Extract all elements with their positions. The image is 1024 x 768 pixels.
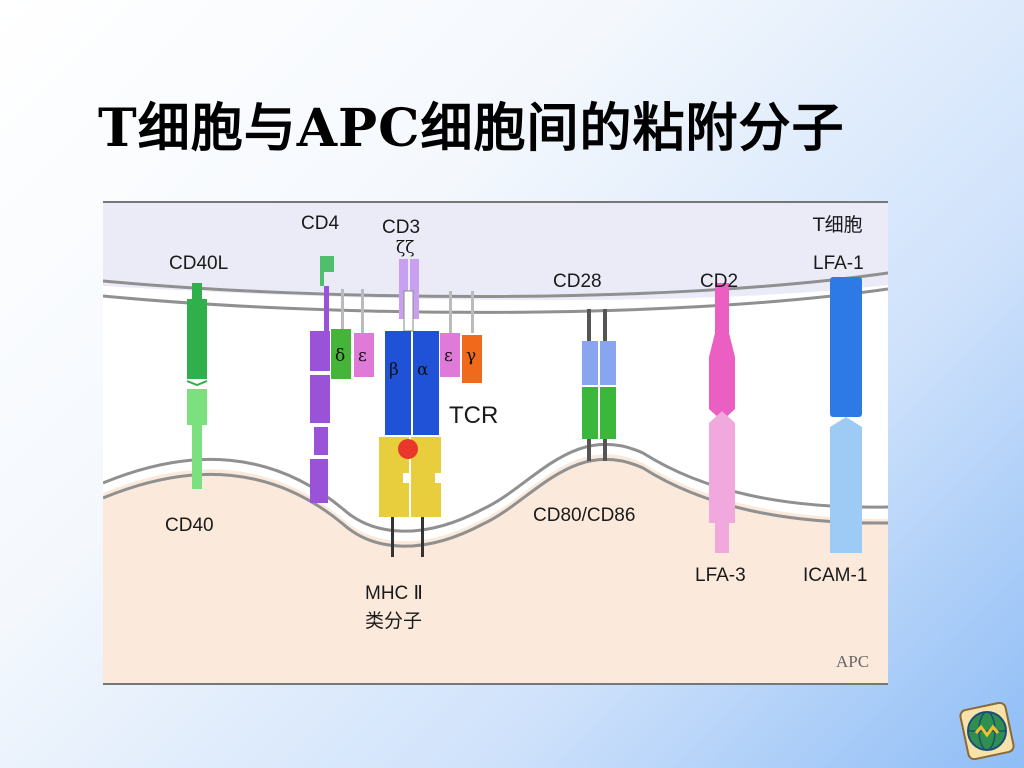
label-t-cell: T细胞: [812, 214, 863, 236]
cd28-cd80-pair: [582, 309, 616, 461]
tcr-alpha-beta: [385, 331, 439, 435]
label-delta: δ: [335, 346, 345, 366]
cd40l-cd40-pair: [186, 283, 208, 489]
label-zeta: ζζ: [396, 238, 414, 258]
label-lfa3: LFA-3: [695, 565, 746, 586]
cd3-epsilon-gamma: [440, 291, 482, 383]
label-gamma: γ: [466, 346, 476, 366]
label-apc: APC: [836, 652, 869, 671]
cd4-molecule: [310, 256, 334, 503]
adhesion-molecule-diagram: CD40L CD40 CD4 CD3 ζζ TCR CD28 CD2 T细胞 L…: [103, 201, 888, 685]
label-mhc-ii-line2: 类分子: [365, 610, 422, 632]
label-cd40l: CD40L: [169, 253, 228, 274]
label-cd80-cd86: CD80/CD86: [533, 505, 635, 526]
cd2-lfa3-pair: [709, 283, 735, 553]
label-mhc-ii-line1: MHC Ⅱ: [365, 583, 423, 604]
apc-region: [103, 454, 888, 685]
label-cd40: CD40: [165, 515, 214, 536]
label-cd3: CD3: [382, 217, 420, 238]
lfa1-icam1-pair: [830, 277, 862, 553]
label-beta: β: [389, 360, 399, 380]
mhc-ii-molecule: [379, 437, 441, 557]
cd3-delta-epsilon: [331, 289, 374, 379]
label-epsilon-left: ε: [358, 346, 367, 366]
label-alpha: α: [417, 360, 429, 380]
frame-top-line: [103, 201, 888, 203]
antigen-peptide-icon: [398, 439, 418, 459]
label-epsilon-right: ε: [444, 346, 453, 366]
slide-title: T细胞与APC细胞间的粘附分子: [98, 98, 845, 159]
t-cell-region: [103, 201, 888, 301]
globe-logo-icon: [956, 701, 1018, 761]
label-lfa1: LFA-1: [813, 253, 864, 274]
label-icam1: ICAM-1: [803, 565, 867, 586]
label-cd2: CD2: [700, 271, 738, 292]
label-cd4: CD4: [301, 213, 339, 234]
label-tcr: TCR: [449, 402, 498, 429]
frame-bottom-line: [103, 683, 888, 685]
label-cd28: CD28: [553, 271, 602, 292]
